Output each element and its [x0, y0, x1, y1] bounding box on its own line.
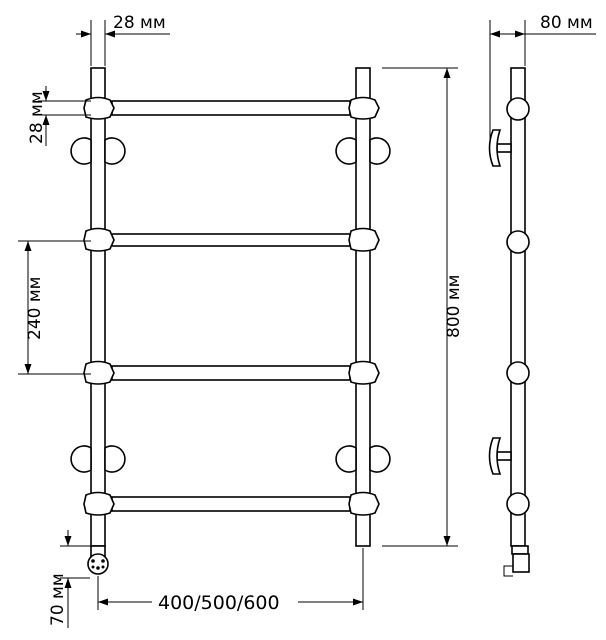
rung-2 [111, 233, 351, 247]
dim-rung-thickness: 28 мм [27, 86, 91, 146]
side-joint [506, 97, 530, 121]
wall-brackets [70, 137, 391, 473]
dim-depth: 80 мм [489, 13, 596, 140]
dim-pipe-diameter: 28 мм [76, 13, 170, 66]
right-vertical-pipe [355, 67, 371, 547]
rung-4 [111, 496, 351, 512]
dim-width: 400/500/600 [97, 548, 364, 614]
bracket-disc [70, 445, 92, 473]
label-rung-spacing: 240 мм [25, 276, 45, 340]
label-rung-thickness: 28 мм [27, 91, 47, 144]
collar-right-4 [348, 491, 380, 516]
front-view: 28 мм 28 мм 240 мм 800 мм [18, 13, 464, 628]
side-view: 80 мм [488, 13, 596, 577]
side-bracket-plate [488, 129, 502, 167]
collar-right-2 [348, 227, 380, 252]
side-pipe [510, 67, 526, 547]
side-joint [506, 492, 530, 516]
side-bracket-stem [496, 143, 512, 153]
bracket-disc [70, 137, 92, 165]
bracket-disc [104, 137, 126, 165]
bracket-disc [369, 137, 391, 165]
label-pipe-diameter: 28 мм [113, 13, 166, 33]
collar-right-1 [348, 96, 380, 120]
side-bracket-stem [496, 451, 512, 461]
label-height: 800 мм [444, 274, 464, 338]
left-vertical-pipe [90, 67, 106, 547]
dim-rung-spacing: 240 мм [18, 240, 91, 375]
collar-right-3 [348, 360, 380, 385]
collar-left-3 [83, 360, 115, 385]
heater-head [87, 553, 109, 575]
bracket-disc [335, 445, 357, 473]
bracket-disc [104, 445, 126, 473]
collar-left-2 [83, 227, 115, 252]
bracket-disc [335, 137, 357, 165]
collar-left-1 [83, 96, 115, 120]
heating-element [87, 545, 109, 575]
bracket-disc [369, 445, 391, 473]
side-bracket-plate [488, 437, 502, 475]
side-joint [506, 230, 530, 254]
side-wall-brackets [488, 129, 512, 475]
side-heater-cap [511, 545, 529, 555]
side-heater-cable [503, 565, 513, 577]
label-heater-offset: 70 мм [48, 573, 68, 626]
collar-left-4 [83, 491, 115, 516]
label-width: 400/500/600 [158, 592, 280, 614]
dim-height: 800 мм [382, 67, 464, 547]
label-depth: 80 мм [540, 13, 593, 33]
dim-heater-offset: 70 мм [48, 530, 90, 628]
joint-collars [83, 96, 380, 516]
rung-3 [111, 365, 351, 381]
side-joint [506, 361, 530, 385]
side-heater-body [512, 553, 530, 573]
side-heating-element [503, 545, 530, 577]
rung-1 [111, 100, 351, 116]
